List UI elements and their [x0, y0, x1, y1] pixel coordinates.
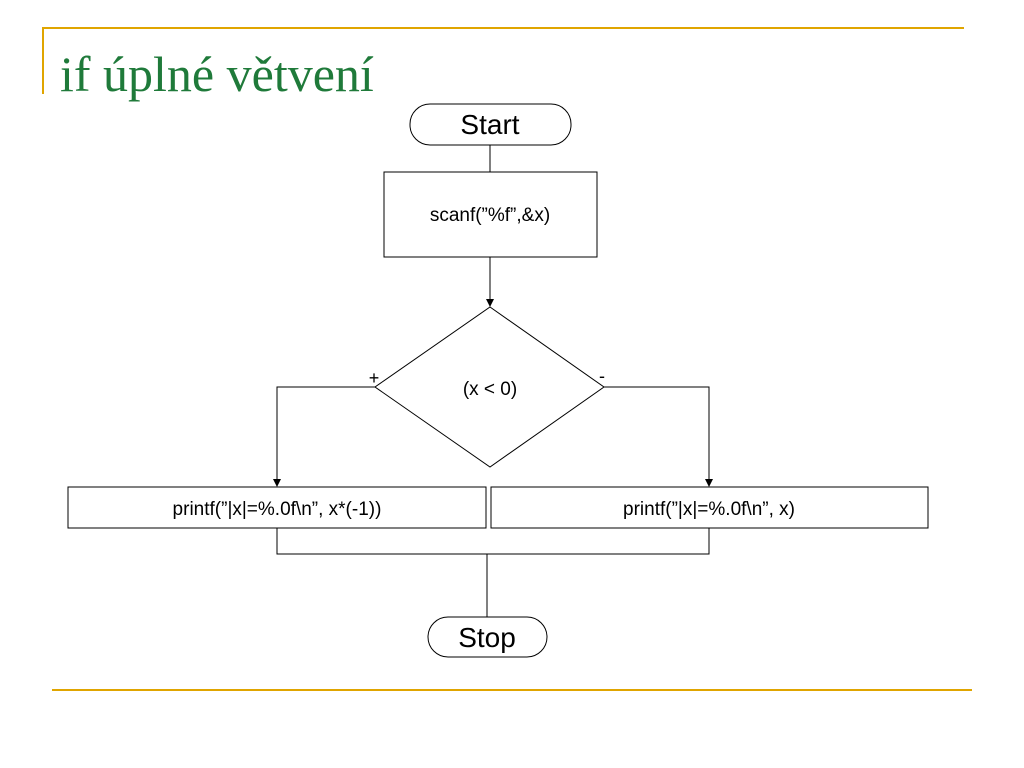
title-left-rule: [42, 27, 44, 94]
true-branch-label: +: [369, 368, 380, 388]
connector-false-branch: [604, 386, 713, 487]
condition-label: (x < 0): [463, 379, 517, 400]
true-action-box: printf(”|x|=%.0f\n”, x*(-1)): [67, 486, 487, 529]
condition-decision: (x < 0): [374, 306, 605, 468]
start-label: Start: [460, 109, 519, 140]
title-top-rule: [42, 27, 964, 29]
true-action-label: printf(”|x|=%.0f\n”, x*(-1)): [173, 499, 382, 520]
false-branch-label: -: [599, 366, 605, 386]
stop-label: Stop: [458, 622, 516, 653]
slide-title: if úplné větvení: [60, 46, 374, 102]
false-action-label: printf(”|x|=%.0f\n”, x): [623, 499, 795, 520]
connector-true-branch: [273, 386, 375, 487]
connector-merge: [276, 528, 710, 555]
start-terminator: Start: [409, 103, 572, 146]
input-process-box: scanf(”%f”,&x): [383, 171, 598, 258]
false-action-box: printf(”|x|=%.0f\n”, x): [490, 486, 929, 529]
input-process-label: scanf(”%f”,&x): [430, 205, 550, 226]
bottom-rule: [52, 689, 972, 691]
stop-terminator: Stop: [427, 616, 548, 658]
